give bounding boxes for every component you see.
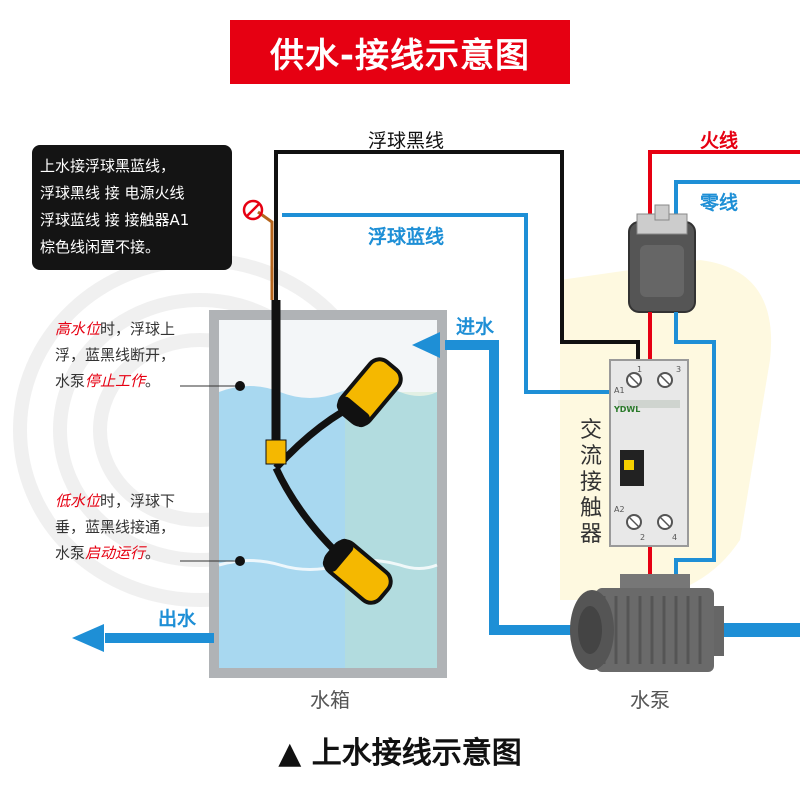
high-level-line1: 时，浮球上 [100, 320, 176, 338]
note-line-2: 浮球黑线 接 电源火线 [40, 184, 185, 202]
low-level-note: 低水位时，浮球下 垂，蓝黑线接通， 水泵启动运行。 [55, 488, 175, 566]
water-pump [570, 574, 724, 672]
note-line-4: 棕色线闲置不接。 [40, 238, 161, 256]
note-line-1: 上水接浮球黑蓝线， [40, 157, 176, 175]
diagram-caption-text: 上水接线示意图 [311, 736, 522, 771]
contactor-label-char-3: 接 [579, 470, 602, 495]
breaker-out-blue [674, 312, 716, 578]
contactor-terminal-a1: A1 [614, 386, 625, 395]
contactor-label-char-1: 交 [579, 418, 602, 443]
breaker-device [628, 204, 696, 313]
low-level-dot [235, 556, 245, 566]
black-wire [274, 150, 640, 368]
low-level-term: 低水位 [55, 492, 101, 510]
high-level-action: 停止工作 [85, 372, 146, 390]
contactor-terminal-3: 3 [676, 365, 681, 374]
low-level-action: 启动运行 [85, 544, 146, 562]
high-level-line3-prefix: 水泵 [55, 372, 86, 390]
triangle-icon: ▲ [278, 736, 302, 771]
tank-water-highlight [345, 392, 437, 668]
outlet-arrow-icon [72, 624, 104, 652]
low-level-line1: 时，浮球下 [100, 492, 176, 510]
contactor-label-char-2: 流 [579, 444, 602, 469]
contactor-label-char-5: 器 [579, 522, 602, 547]
pump-label: 水泵 [630, 688, 670, 712]
low-level-line2: 垂，蓝黑线接通， [55, 518, 176, 536]
contactor-brand: YDWL [613, 405, 640, 414]
diagram-caption: ▲ 上水接线示意图 [0, 728, 800, 772]
no-connect-icon [242, 199, 264, 221]
black-wire-label: 浮球黑线 [368, 130, 445, 152]
high-level-note: 高水位时，浮球上 浮，蓝黑线断开， 水泵停止工作。 [55, 316, 175, 394]
contactor-label: 交 流 接 触 器 [578, 418, 604, 548]
inlet-pipe [445, 340, 600, 635]
tank-label: 水箱 [310, 688, 350, 712]
live-wire-label: 火线 [700, 130, 739, 152]
high-level-line2: 浮，蓝黑线断开， [55, 346, 176, 364]
contactor-terminal-1: 1 [637, 365, 642, 374]
page-title: 供水-接线示意图 [230, 20, 570, 84]
contactor-terminal-2: 2 [640, 533, 645, 542]
low-level-line3-suffix: 。 [145, 544, 161, 562]
water-in-label: 进水 [456, 316, 495, 338]
inlet-arrow-icon [412, 332, 440, 358]
brown-wire [257, 210, 274, 300]
live-wire [648, 150, 800, 230]
contactor-label-char-4: 触 [579, 496, 602, 521]
contactor-terminal-4: 4 [672, 533, 677, 542]
high-level-line3-suffix: 。 [145, 372, 161, 390]
float-switch-low [322, 538, 393, 605]
blue-wire-label: 浮球蓝线 [368, 226, 445, 248]
blue-wire [282, 213, 618, 394]
wiring-note: 上水接浮球黑蓝线， 浮球黑线 接 电源火线 浮球蓝线 接 接触器A1 棕色线闲置… [32, 145, 232, 270]
neutral-wire-label: 零线 [700, 192, 739, 214]
note-line-3: 浮球蓝线 接 接触器A1 [40, 211, 190, 229]
contactor-terminal-a2: A2 [614, 505, 625, 514]
high-level-dot [235, 381, 245, 391]
water-out-label: 出水 [158, 608, 197, 630]
ac-contactor [609, 359, 689, 547]
float-switch-high [336, 357, 403, 428]
low-level-line3-prefix: 水泵 [55, 544, 86, 562]
high-level-term: 高水位 [55, 320, 101, 338]
cable-clamp [265, 439, 287, 465]
